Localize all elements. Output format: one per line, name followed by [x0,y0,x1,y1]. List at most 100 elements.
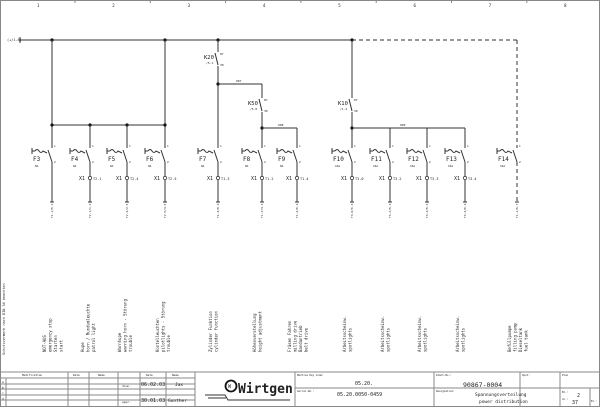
fuse-pin: 1 [392,144,394,148]
revision-row: b [2,386,4,390]
fuse-pin: 2 [54,160,56,164]
fuse-rating: 16A [448,164,453,168]
drawn-date: 06.02.03 [141,382,165,388]
cross-reference: T3.4/6.3 [463,203,467,218]
serial-label: Serial-No.: [297,389,314,393]
fuse-contact [512,149,518,163]
fuse-rating: 8A [35,164,39,168]
circuit-description: Zylinder Funktion [208,310,213,352]
relay-contact [258,98,263,112]
column-number: 2 [112,3,115,8]
circuit-description: spotlights [386,327,391,352]
circuit-description: emergency stop [48,318,53,352]
cross-reference: T3.2/6.3 [388,203,392,218]
logo-text: Wirtgen [238,382,293,397]
fuse-pin: 2 [519,160,521,164]
revision-row: c [2,391,4,395]
terminal-number: T3.2 [393,177,401,181]
relay-pin: 87 [220,52,224,56]
circuit-description: Höhenverstellung [252,313,257,352]
fuse-pin: 1 [467,144,469,148]
thermal-trip-icon [279,149,293,154]
column-number: 1 [37,3,40,8]
spot-label: Spot: [522,373,530,377]
of-label: vn.: [562,398,568,401]
approved-name: Gunther [168,398,187,404]
terminal-strip: X1 [251,176,257,182]
fuse-rating: 16A [410,164,415,168]
circuit-description: height adjustment [258,310,263,352]
junction-dot [163,123,167,127]
terminal-icon [215,175,221,181]
thermal-trip-icon [244,149,258,154]
fuse-rating: 8A [280,164,284,168]
date-col: Date [146,373,153,377]
fuse-pin: 2 [220,160,222,164]
terminal-number: T1.4 [300,177,308,181]
fuse-rating: 16A [335,164,340,168]
circuit-description: Arbeitsscheinw. [342,316,347,352]
terminal-number: T1.2 [265,177,273,181]
fuse-rating: 8A [201,164,205,168]
thermal-trip-icon [447,149,461,154]
circuit-description: filling pump [513,323,518,352]
bl-label: Bl.: [591,400,597,403]
revision-row: d [2,397,4,401]
ident-number: 90867-0004 [463,381,502,389]
circuit-description: Fräsen Fahren [287,320,292,352]
circuit-description: trouble [166,335,171,352]
circuit-description: Bandantrieb [298,325,303,352]
machine-key-code: 05.20. [355,381,373,387]
terminal-number: T3.0 [355,177,363,181]
serial-number: 05.20.0050-0459 [337,392,382,398]
name-col: Name [172,373,179,377]
fuse-contact [85,149,91,163]
relay-label: K50 [248,101,258,107]
plan-label: Plan [562,373,569,377]
terminal-number: T2.1 [93,177,101,181]
cross-reference: T3.0/6.3 [350,203,354,218]
terminal-strip: X1 [116,176,122,182]
fuse-pin: 1 [54,144,56,148]
machine-key-label: Machine Key Code: [297,373,324,377]
approved-date: 30.01.03 [141,398,165,404]
circuit-description: milling drive [293,320,298,352]
sheet-number: 2 [577,393,580,399]
column-number: 6 [414,3,417,8]
terminal-number: T2.5 [168,177,176,181]
thermal-trip-icon [200,149,214,154]
drawn-name: Jax [175,382,183,388]
fuse-pin: 1 [299,144,301,148]
thermal-trip-icon [409,149,423,154]
circuit-description: spotlights [348,327,353,352]
fuse-label: F6 [146,156,154,163]
fuse-label: F13 [446,156,457,163]
fuse-pin: 2 [429,160,431,164]
fuse-contact [460,149,466,163]
fuse-contact [47,149,53,163]
circuit-description: spotlights [461,327,466,352]
fuse-label: F7 [199,156,207,163]
terminal-strip: X1 [207,176,213,182]
fuse-pin: 1 [129,144,131,148]
designation-label: Designation: [436,389,455,393]
terminal-strip: X1 [286,176,292,182]
cross-reference: T2.4/2.5 [125,203,129,218]
cross-reference: T1.3/8.3 [216,203,220,218]
circuit-description: NOT-AUS [42,335,47,352]
relay-pin: 87 [354,98,358,102]
thermal-trip-icon [72,149,86,154]
circuit-description: pilotlights - Störung [161,301,166,352]
relay-pin: 87 [264,98,268,102]
fuse-pin: 2 [299,160,301,164]
